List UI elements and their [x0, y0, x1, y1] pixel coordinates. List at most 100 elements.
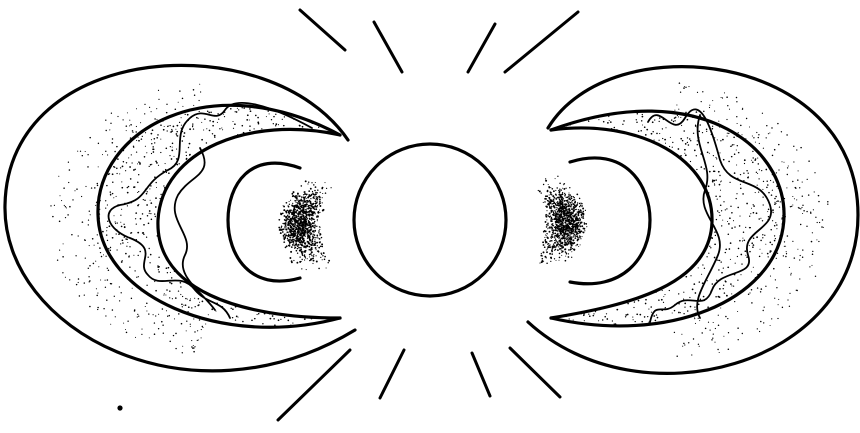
stipple-dot: [642, 116, 644, 118]
stipple-dot: [560, 153, 561, 154]
stipple-dot: [169, 155, 170, 156]
stipple-dot: [644, 279, 645, 280]
stipple-dot: [330, 147, 332, 149]
stipple-dot: [325, 203, 327, 205]
stipple-dot: [204, 219, 206, 221]
scatter-dot: [52, 216, 53, 217]
scatter-dot: [93, 263, 95, 265]
stipple-dot: [674, 310, 675, 311]
stipple-dot: [149, 166, 150, 167]
stipple-dot: [595, 241, 596, 242]
stipple-dot: [150, 327, 152, 329]
stipple-dot: [232, 308, 234, 310]
stipple-dot: [269, 289, 271, 291]
stipple-dot: [775, 169, 776, 170]
inner-dot: [292, 214, 293, 215]
stipple-dot: [273, 273, 275, 275]
stipple-dot: [128, 128, 129, 129]
stipple-dot: [659, 133, 660, 134]
inner-dot: [309, 218, 311, 220]
inner-dot: [282, 231, 284, 233]
inner-dot: [311, 242, 312, 243]
inner-dot: [295, 240, 296, 241]
scatter-dot: [789, 293, 790, 294]
stipple-dot: [650, 175, 651, 176]
inner-dot: [280, 232, 282, 234]
scatter-dot: [192, 347, 193, 348]
stipple-dot: [593, 256, 594, 257]
stipple-dot: [123, 286, 124, 287]
stipple-dot: [96, 177, 98, 179]
stipple-dot: [743, 231, 744, 232]
stipple-dot: [157, 134, 159, 136]
stipple-dot: [265, 166, 266, 167]
stipple-dot: [739, 240, 741, 242]
inner-dot: [299, 195, 301, 197]
stipple-dot: [181, 202, 182, 203]
stipple-dot: [709, 246, 710, 247]
stipple-dot: [609, 120, 610, 121]
stipple-dot: [323, 295, 324, 296]
stipple-dot: [610, 121, 612, 123]
scatter-dot: [817, 222, 818, 223]
stipple-dot: [334, 173, 336, 175]
stipple-dot: [265, 134, 266, 135]
scatter-dot: [78, 235, 79, 236]
stipple-dot: [244, 249, 245, 250]
stipple-dot: [776, 100, 778, 102]
stipple-dot: [586, 101, 588, 103]
stipple-dot: [305, 166, 306, 167]
stipple-dot: [765, 244, 766, 245]
stipple-dot: [293, 265, 294, 266]
stipple-dot: [271, 242, 273, 244]
stipple-dot: [169, 290, 171, 292]
stipple-dot: [228, 148, 229, 149]
scatter-dot: [79, 295, 80, 296]
stipple-dot: [579, 327, 580, 328]
scatter-dot: [106, 230, 107, 231]
stipple-dot: [706, 131, 707, 132]
stipple-dot: [640, 264, 641, 265]
stipple-dot: [191, 307, 192, 308]
stipple-dot: [158, 271, 160, 273]
stipple-dot: [750, 127, 751, 128]
inner-dot: [310, 223, 311, 224]
scatter-dot: [757, 158, 758, 159]
stipple-dot: [670, 223, 672, 225]
scatter-dot: [770, 325, 771, 326]
stipple-dot: [574, 266, 576, 268]
stipple-dot: [752, 162, 754, 164]
inner-dot: [300, 232, 302, 234]
stipple-dot: [239, 187, 240, 188]
stipple-dot: [640, 226, 641, 227]
stipple-dot: [574, 155, 575, 156]
scatter-dot: [169, 315, 170, 316]
stipple-dot: [106, 121, 108, 123]
stipple-dot: [701, 224, 703, 226]
stipple-dot: [289, 171, 291, 173]
scatter-dot: [193, 318, 194, 319]
stipple-dot: [284, 147, 286, 149]
stipple-dot: [662, 290, 663, 291]
scatter-dot: [191, 340, 192, 341]
stipple-dot: [703, 317, 704, 318]
stipple-dot: [581, 298, 583, 300]
inner-dot: [314, 227, 315, 228]
scatter-dot: [684, 344, 685, 345]
inner-dot: [572, 202, 573, 203]
stipple-dot: [765, 317, 767, 319]
stipple-dot: [318, 306, 320, 308]
inner-dot: [318, 268, 320, 270]
stipple-dot: [589, 279, 590, 280]
inner-dot: [318, 232, 319, 233]
stipple-dot: [655, 104, 656, 105]
stipple-dot: [262, 323, 263, 324]
stipple-dot: [264, 210, 266, 212]
stipple-dot: [180, 106, 181, 107]
stipple-dot: [221, 268, 222, 269]
scatter-dot: [742, 108, 743, 109]
stipple-dot: [782, 286, 784, 288]
stipple-dot: [122, 239, 124, 241]
stipple-dot: [271, 268, 272, 269]
stipple-dot: [711, 109, 712, 110]
